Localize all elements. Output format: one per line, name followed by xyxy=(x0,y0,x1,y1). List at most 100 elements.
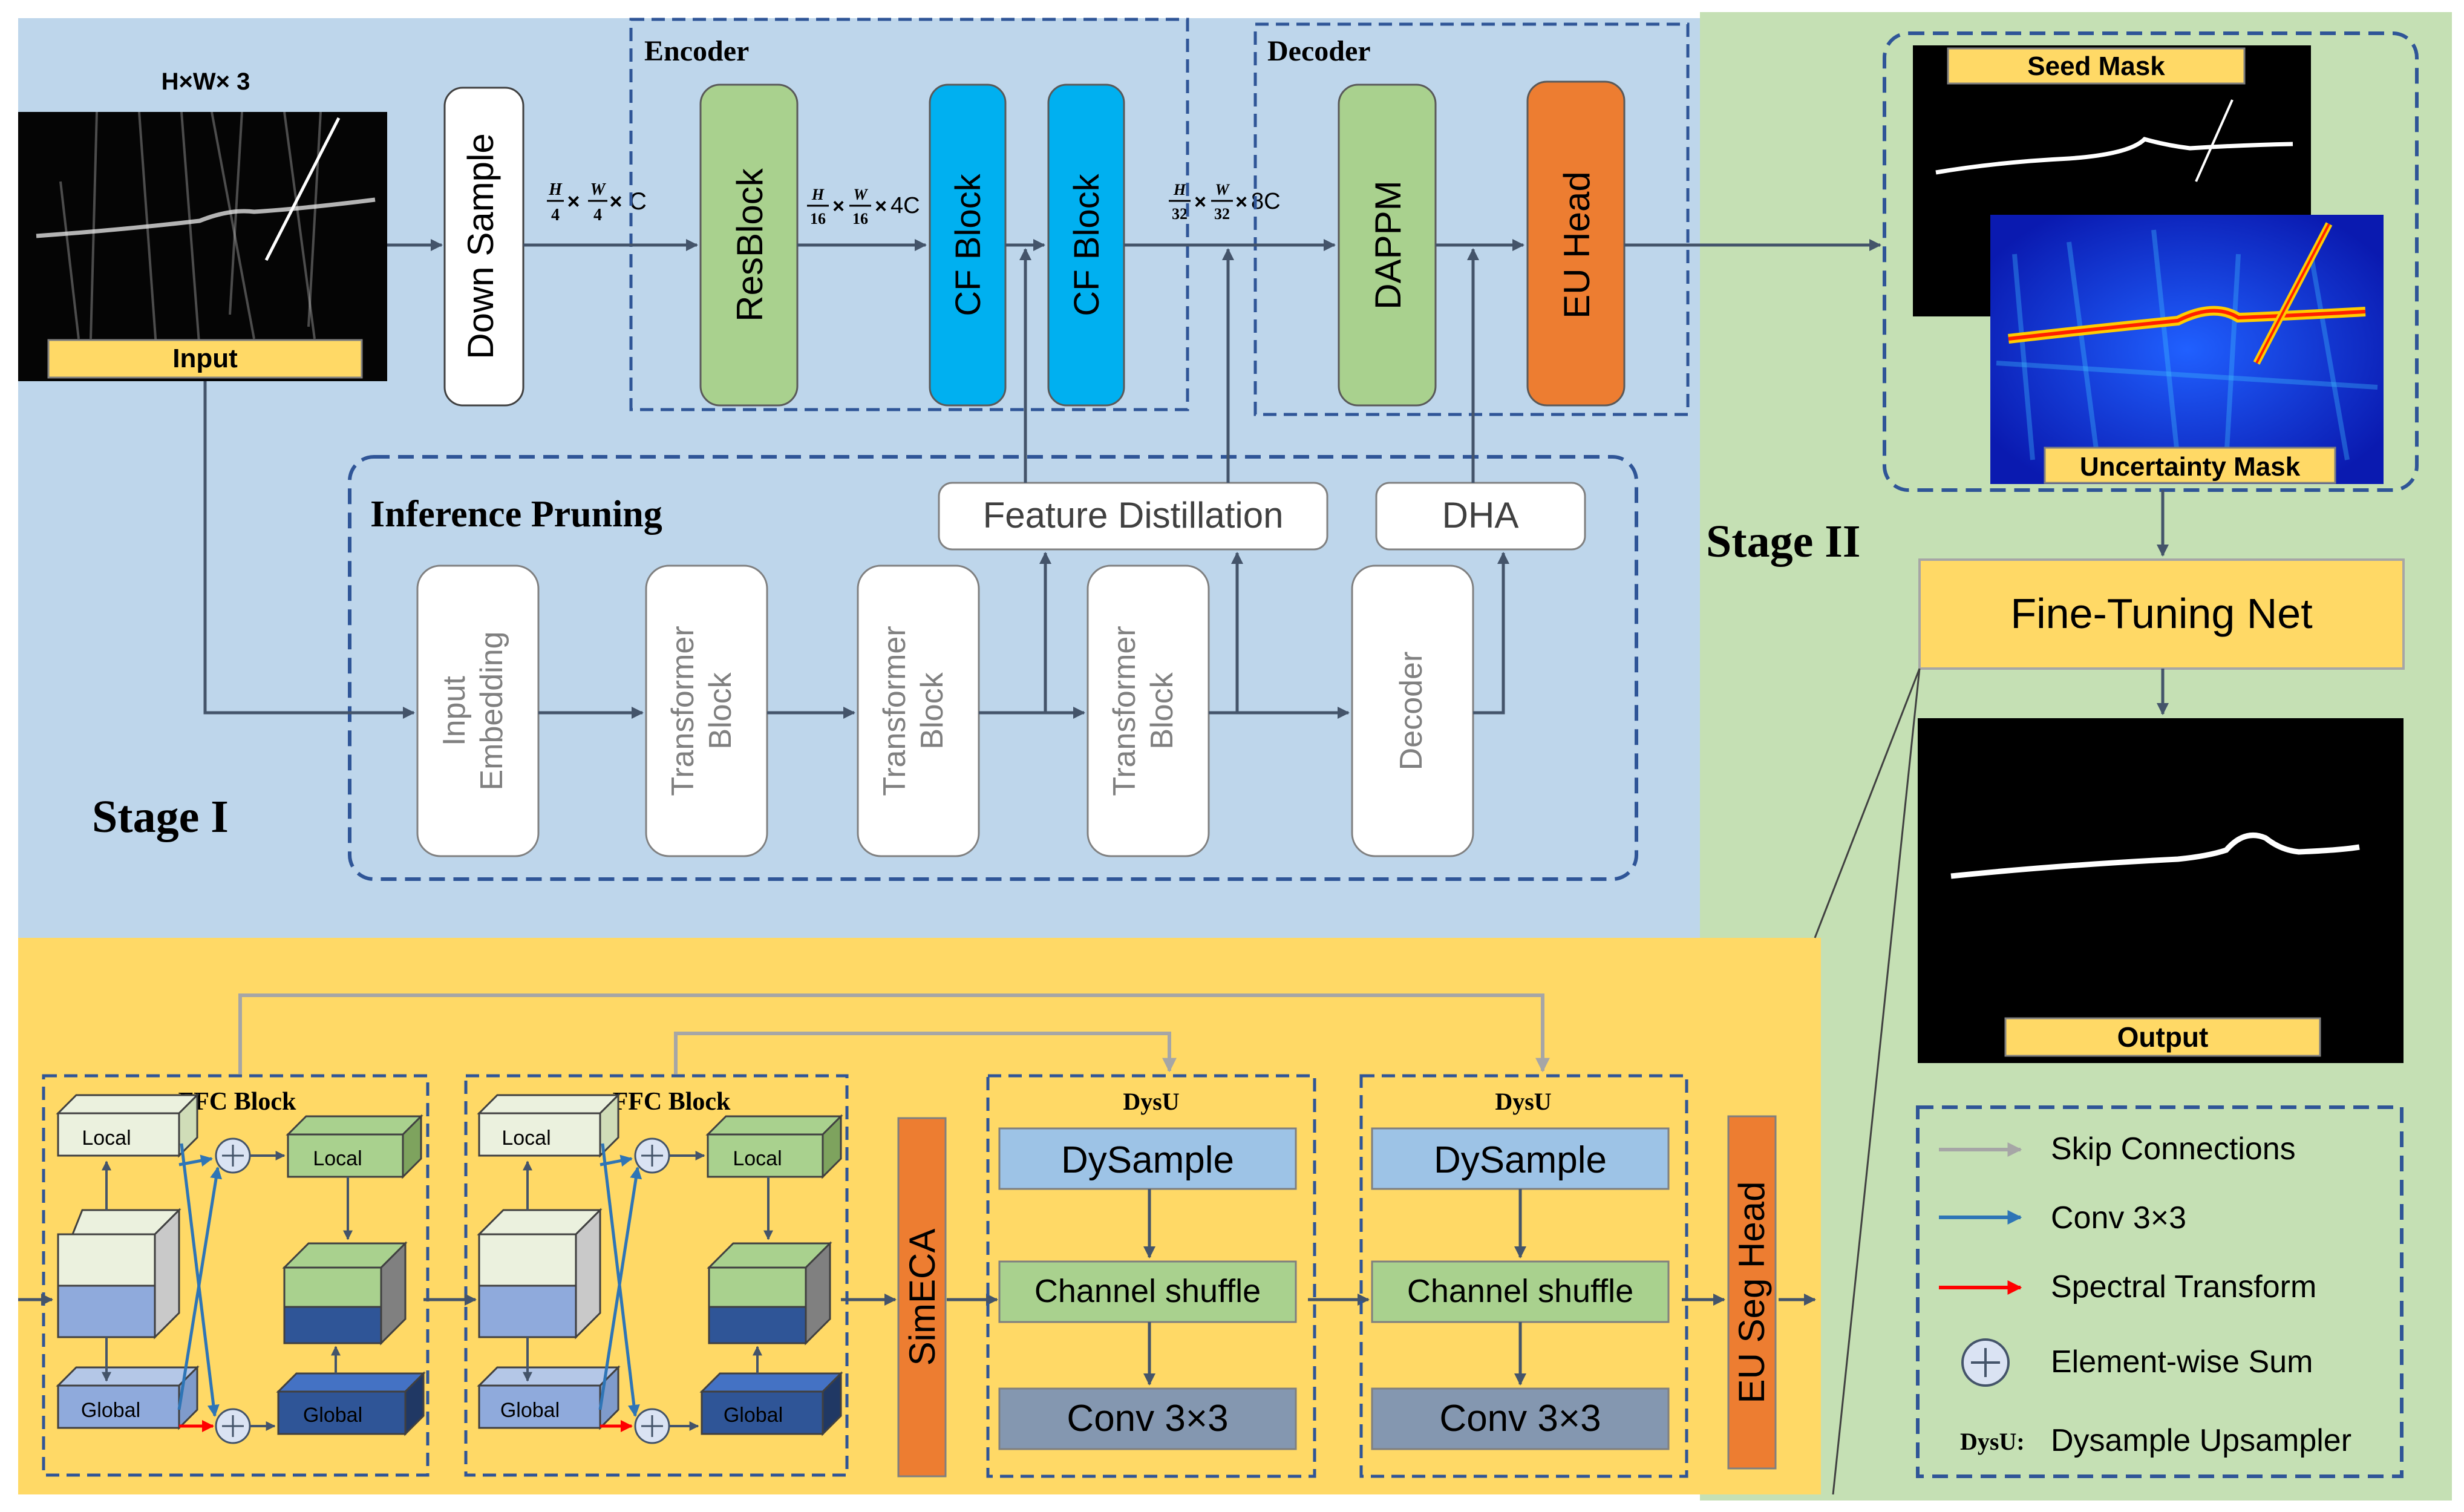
zoom-line-bottom xyxy=(1832,668,1921,1495)
transformer-2-line1: Transformer xyxy=(877,626,912,796)
dysu-1-conv-label: Conv 3×3 xyxy=(1067,1398,1228,1439)
legend-spectral-label: Spectral Transform xyxy=(2051,1269,2316,1304)
input-label-box xyxy=(47,339,363,379)
seed-mask-label-box xyxy=(1947,47,2246,85)
transformer-block-2 xyxy=(857,565,980,857)
dysu-2-dysample-label: DySample xyxy=(1434,1139,1607,1181)
svg-text:4: 4 xyxy=(593,206,602,224)
ffc2-sum-bottom xyxy=(634,1408,670,1444)
dha-label: DHA xyxy=(1442,495,1519,535)
svg-text:×: × xyxy=(1194,191,1206,214)
eu-seg-head-label: EU Seg Head xyxy=(1731,1182,1772,1404)
skip-connection-arrows xyxy=(238,993,1550,1074)
stage2-title: Stage II xyxy=(1706,516,1860,567)
svg-text:×: × xyxy=(609,189,622,214)
dysu-2-title: DysU xyxy=(1495,1088,1551,1115)
uncertainty-mask-image xyxy=(1990,215,2384,484)
fine-tuning-net-box xyxy=(1918,558,2405,670)
resblock-label: ResBlock xyxy=(730,168,770,321)
dysu-1-conv xyxy=(998,1387,1297,1450)
ffc-block-2-title: FFC Block xyxy=(613,1088,731,1116)
svg-text:×: × xyxy=(875,195,887,218)
dysu-2-frame xyxy=(1359,1074,1688,1478)
dysu-1-channel-shuffle xyxy=(998,1260,1297,1323)
dysu-1-channel-shuffle-label: Channel shuffle xyxy=(1034,1273,1261,1309)
pruning-decoder-label: Decoder xyxy=(1394,652,1429,771)
legend-dysu-abbr: DysU: xyxy=(1960,1428,2025,1455)
legend-skip-label: Skip Connections xyxy=(2051,1131,2296,1167)
dysu-1-title: DysU xyxy=(1123,1088,1179,1115)
inference-pruning-title: Inference Pruning xyxy=(370,494,662,535)
ffc2-global-input-label: Global xyxy=(500,1399,560,1422)
input-embedding-line2: Embedding xyxy=(474,631,509,790)
dysu-1-dysample-label: DySample xyxy=(1061,1139,1234,1181)
ffc-block-1: Local Global xyxy=(56,1093,426,1444)
transformer-2-line2: Block xyxy=(915,672,950,749)
cf-block-2-label: CF Block xyxy=(1067,173,1106,316)
input-label: Input xyxy=(172,344,238,373)
ffc-block-1-frame xyxy=(42,1074,430,1477)
input-embedding-block xyxy=(416,565,540,857)
ffc1-global-input-label: Global xyxy=(81,1399,140,1422)
svg-text:W: W xyxy=(590,180,607,199)
ffc2-local-output: Local xyxy=(705,1114,843,1179)
input-embedding-line1: Input xyxy=(437,676,472,746)
svg-text:×: × xyxy=(832,195,845,218)
inference-pruning-frame xyxy=(348,455,1638,881)
zoom-line-top xyxy=(1814,668,1921,938)
svg-text:H: H xyxy=(548,180,563,199)
transformer-1-line2: Block xyxy=(703,672,738,749)
output-label-box xyxy=(2004,1017,2321,1057)
ffc2-global-input: Global xyxy=(477,1365,621,1430)
down-sample-label: Down Sample xyxy=(460,133,501,359)
svg-text:H: H xyxy=(811,186,825,203)
ffc2-global-output: Global xyxy=(699,1371,843,1436)
simeca-block xyxy=(897,1117,947,1478)
uncertainty-mask-label: Uncertainty Mask xyxy=(2080,452,2301,482)
ffc-block-2: Local Global Local xyxy=(477,1093,843,1444)
ffc2-merge-cube xyxy=(707,1241,832,1346)
dha-box xyxy=(1375,482,1586,551)
inference-arrows xyxy=(203,248,1509,719)
svg-text:32: 32 xyxy=(1172,205,1188,223)
ffc1-local-output: Local xyxy=(286,1114,423,1179)
ffc1-local-input-label: Local xyxy=(82,1127,131,1150)
dysu-2-conv-label: Conv 3×3 xyxy=(1439,1398,1601,1439)
dysu-1-frame xyxy=(986,1074,1316,1478)
dysu-2-dysample xyxy=(1371,1127,1670,1190)
ffc1-global-output: Global xyxy=(276,1371,426,1436)
ffc2-local-input-label: Local xyxy=(502,1127,551,1150)
pruning-decoder-block xyxy=(1351,565,1474,857)
dappm-label: DAPPM xyxy=(1368,180,1408,309)
ffc1-global-input: Global xyxy=(56,1365,200,1430)
svg-text:32: 32 xyxy=(1214,205,1230,223)
dysu-1-dysample xyxy=(998,1127,1297,1190)
svg-text:4: 4 xyxy=(551,206,560,224)
legend-sum-label: Element-wise Sum xyxy=(2051,1344,2313,1379)
encoder-title: Encoder xyxy=(644,35,749,67)
legend-frame xyxy=(1916,1105,2404,1478)
transformer-block-1 xyxy=(645,565,768,857)
decoder-title: Decoder xyxy=(1267,35,1371,67)
dim-label-thirtysecond: H 32 × W 32 × 8C xyxy=(1169,181,1281,223)
dysu-2-channel-shuffle-label: Channel shuffle xyxy=(1407,1273,1633,1309)
ffc1-global-output-label: Global xyxy=(303,1404,362,1427)
cf-block-1-label: CF Block xyxy=(949,173,988,316)
ffc1-local-input: Local xyxy=(56,1093,200,1158)
transformer-block-3 xyxy=(1087,565,1210,857)
svg-text:×: × xyxy=(567,189,580,214)
legend-sum-icon xyxy=(1961,1338,2010,1387)
dim-label-quarter: H 4 × W 4 × C xyxy=(547,180,647,224)
feature-distillation-label: Feature Distillation xyxy=(983,495,1284,535)
feature-distillation-box xyxy=(938,482,1328,551)
svg-text:H: H xyxy=(1173,181,1186,198)
svg-text:16: 16 xyxy=(810,210,826,227)
transformer-1-line1: Transformer xyxy=(665,626,701,796)
ffc2-split-cube xyxy=(477,1208,603,1340)
ffc2-local-input: Local xyxy=(477,1093,621,1158)
seed-mask-label: Seed Mask xyxy=(2027,51,2165,81)
ffc2-global-output-label: Global xyxy=(724,1404,783,1427)
simeca-label: SimECA xyxy=(902,1229,943,1366)
